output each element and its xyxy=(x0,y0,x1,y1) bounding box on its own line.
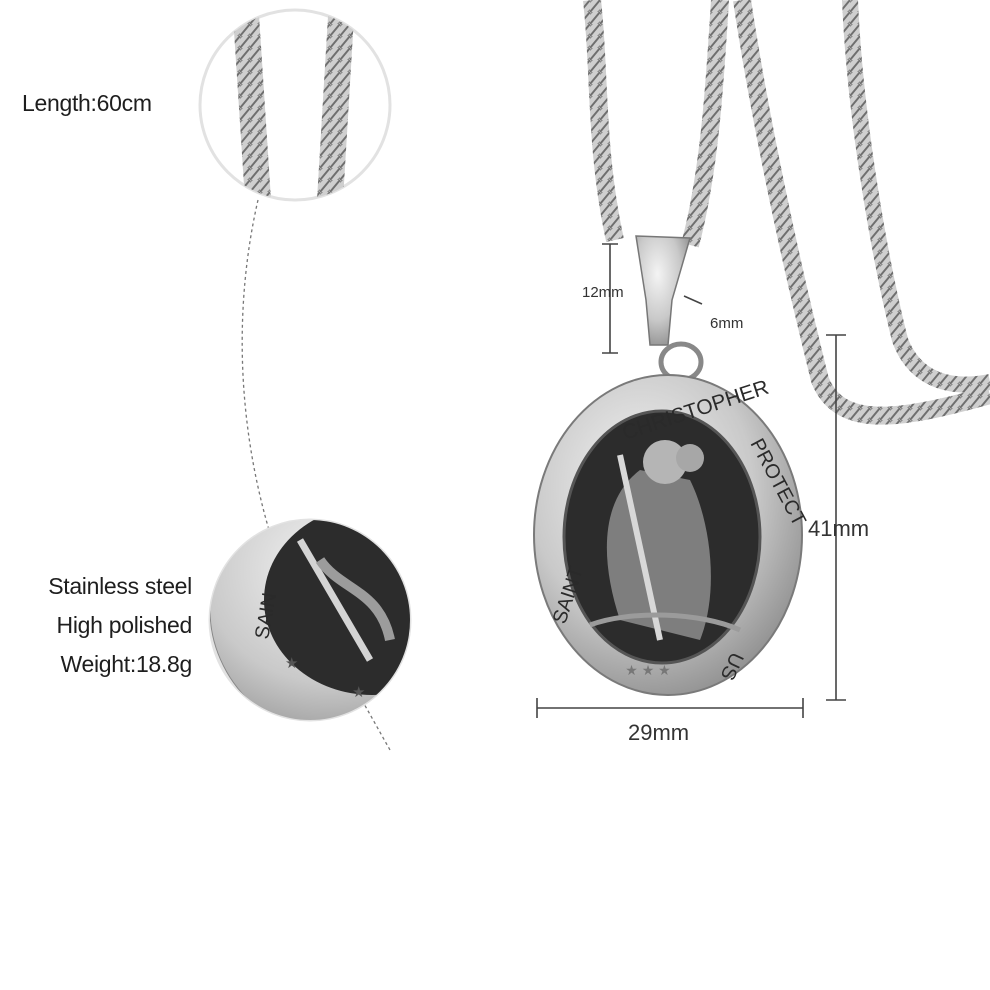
st-christopher-pendant: ★ ★ ★ xyxy=(533,374,803,696)
necklace-chain xyxy=(583,0,990,425)
svg-text:★: ★ xyxy=(285,655,298,672)
length-label: Length:60cm xyxy=(22,90,152,116)
finish-label: High polished xyxy=(56,612,193,638)
weight-label: Weight:18.8g xyxy=(60,651,192,677)
detail-connector-line xyxy=(241,199,391,751)
bail-width-label: 6mm xyxy=(710,315,744,332)
pendant-detail-circle: ★ ★ xyxy=(208,518,412,722)
svg-text:★ ★ ★: ★ ★ ★ xyxy=(625,662,670,678)
pendant-bail xyxy=(635,235,704,383)
material-label: Stainless steel xyxy=(48,573,192,599)
chain-detail-circle xyxy=(198,8,392,202)
pendant-width-label: 29mm xyxy=(628,720,690,745)
svg-text:★: ★ xyxy=(352,684,365,701)
pendant-height-label: 41mm xyxy=(808,516,870,541)
dimension-lines xyxy=(536,243,846,718)
bail-height-label: 12mm xyxy=(582,284,624,301)
